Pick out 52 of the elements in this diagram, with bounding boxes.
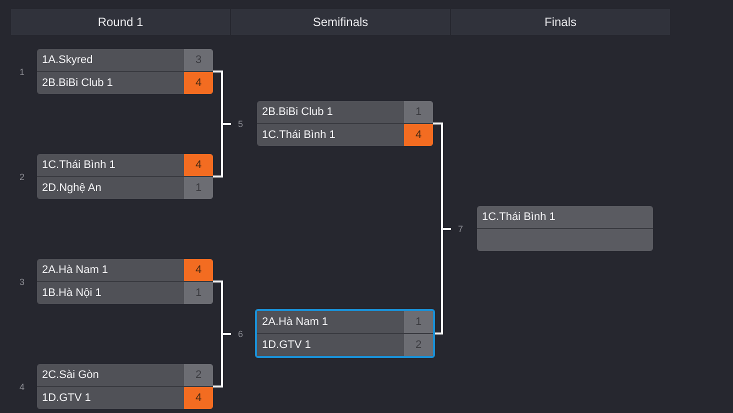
team-name: 2A.Hà Nam 1 xyxy=(262,315,328,329)
score: 4 xyxy=(184,259,213,281)
match-card xyxy=(255,309,435,358)
team-row xyxy=(37,177,213,199)
score: 4 xyxy=(404,124,433,146)
team-name: 2C.Sài Gòn xyxy=(42,368,99,382)
team-name: 1C.Thái Bình 1 xyxy=(262,128,336,142)
score: 4 xyxy=(184,154,213,176)
team-row xyxy=(37,387,213,409)
team-row xyxy=(37,282,213,304)
match-number: 2 xyxy=(18,170,26,182)
match-number: 1 xyxy=(18,66,26,78)
team-name: 2A.Hà Nam 1 xyxy=(42,263,108,277)
match-number: 3 xyxy=(18,276,26,288)
team-row xyxy=(257,311,433,333)
match-card xyxy=(257,101,433,146)
team-name: 1C.Thái Bình 1 xyxy=(482,210,556,224)
match-number: 4 xyxy=(18,380,26,392)
team-row xyxy=(257,334,433,356)
team-name: 1B.Hà Nội 1 xyxy=(42,286,102,300)
match-number: 6 xyxy=(231,328,244,340)
team-row xyxy=(257,124,433,146)
match-card xyxy=(477,206,653,251)
score: 4 xyxy=(184,387,213,409)
empty-team-row xyxy=(477,229,653,251)
match-card xyxy=(37,49,213,94)
score: 4 xyxy=(184,72,213,94)
bracket-line xyxy=(213,333,231,388)
match-number: 5 xyxy=(231,118,244,130)
team-name: 1C.Thái Bình 1 xyxy=(42,158,116,172)
team-row xyxy=(37,154,213,176)
team-row xyxy=(477,206,653,228)
team-name: 2D.Nghệ An xyxy=(42,181,102,195)
team-name: 2B.BiBi Club 1 xyxy=(42,76,113,90)
match-card xyxy=(37,364,213,409)
match-card xyxy=(37,154,213,199)
team-name: 2B.BiBi Club 1 xyxy=(262,105,333,119)
team-name: 1D.GTV 1 xyxy=(42,391,91,405)
bracket-line xyxy=(213,123,231,178)
match-card xyxy=(37,259,213,304)
team-row xyxy=(37,259,213,281)
round-header: Round 1 xyxy=(11,9,230,35)
match-number: 7 xyxy=(451,223,464,235)
team-name: 1D.GTV 1 xyxy=(262,338,311,352)
team-row xyxy=(37,72,213,94)
team-name: 1A.Skyred xyxy=(42,53,93,67)
team-row xyxy=(37,364,213,386)
bracket-line xyxy=(435,228,451,334)
team-row xyxy=(37,49,213,71)
round-header: Semifinals xyxy=(231,9,450,35)
team-row xyxy=(257,101,433,123)
round-header: Finals xyxy=(451,9,670,35)
